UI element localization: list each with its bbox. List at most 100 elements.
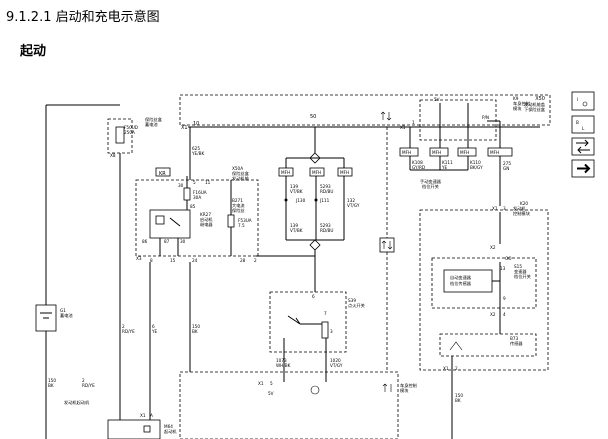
bcm-desc-2: 模块 bbox=[400, 387, 409, 394]
power-flow-marker bbox=[379, 237, 395, 253]
w2-color: RD/YE bbox=[122, 329, 135, 334]
svg-text:B: B bbox=[576, 120, 579, 125]
n1-label: 1 bbox=[412, 120, 415, 125]
k111-color: YE bbox=[441, 165, 448, 170]
k20-module-boundary bbox=[419, 209, 549, 371]
x50a-label: X50A bbox=[232, 166, 243, 171]
k110-label: K110 bbox=[470, 160, 481, 165]
kr-badge bbox=[155, 167, 171, 177]
w139b-label: 139 bbox=[290, 223, 298, 228]
arrow-right-icon bbox=[571, 159, 595, 178]
b271-label: B271 bbox=[232, 198, 243, 203]
mfh-b-label: MFH bbox=[312, 170, 321, 175]
w1073-color: WH/BK bbox=[276, 363, 291, 368]
mfh-b bbox=[309, 167, 325, 177]
x50a-desc-1: 保险丝盒 bbox=[232, 170, 250, 177]
mfh-d bbox=[399, 147, 419, 157]
f16ua-amp: 30A bbox=[193, 195, 201, 200]
x50a-fuse-box-boundary bbox=[135, 179, 259, 257]
f16ua-fuse bbox=[183, 187, 191, 201]
w1020-label: 1020 bbox=[330, 358, 341, 363]
kr27-relay bbox=[149, 209, 191, 239]
bcm-bottom-boundary bbox=[179, 371, 399, 439]
w275-label: 275 bbox=[503, 161, 511, 166]
k9-label: K9 bbox=[513, 96, 519, 101]
b73-label: B73 bbox=[510, 336, 519, 341]
k9-desc-2: 模块 bbox=[513, 105, 522, 112]
k9-desc-1: 车身控制 bbox=[513, 100, 530, 107]
shift-desc-2: 档位开关 bbox=[422, 183, 439, 190]
s39-label: S39 bbox=[348, 298, 356, 303]
w275-color: GN bbox=[503, 166, 509, 171]
k110-color: BK/GY bbox=[470, 165, 483, 170]
f16ua-label: F16UA bbox=[193, 190, 207, 195]
x3-label: X3 bbox=[136, 256, 142, 261]
w625-color: YE/BK bbox=[191, 151, 204, 156]
n15-label: 15 bbox=[170, 258, 176, 263]
svg-text:I: I bbox=[577, 97, 578, 102]
legend-icons: I B L bbox=[571, 91, 595, 178]
n2b-label: 2 bbox=[455, 366, 458, 371]
w6-label: 6 bbox=[152, 324, 155, 329]
m64-starter bbox=[107, 419, 161, 439]
k9-module-boundary bbox=[419, 99, 497, 141]
n2-label: 2 bbox=[254, 258, 257, 263]
f50ud-fuse bbox=[115, 126, 125, 144]
w1020-color: VT/GY bbox=[330, 363, 343, 368]
w132-color: VT/GY bbox=[347, 203, 360, 208]
mfh-g-label: MFH bbox=[490, 150, 499, 155]
n30-label: 30 bbox=[178, 183, 184, 188]
x8-label: X8 bbox=[110, 153, 116, 158]
n4b-label: 4 bbox=[503, 312, 506, 317]
bcm-desc-1: 车身控制 bbox=[400, 382, 417, 389]
n5v-top: 5V bbox=[434, 97, 440, 102]
x1-left-label: X1 bbox=[181, 125, 188, 131]
splice-bottom bbox=[309, 239, 321, 251]
m64-desc: 起动机 bbox=[164, 428, 177, 435]
b271-desc-1: 大电流 bbox=[232, 202, 245, 209]
kr27-desc-1: 启动机 bbox=[200, 216, 213, 223]
k20-label: K20 bbox=[520, 201, 528, 206]
f53ua-label: F53UA bbox=[238, 218, 252, 223]
f50ud-desc-1: 保险丝盒 bbox=[145, 116, 163, 123]
f50ud-desc-2: 蓄电池 bbox=[145, 121, 158, 128]
section-title: 9.1.2.1 启动和充电示意图 bbox=[6, 10, 160, 25]
f53ua-amp: 7.5 bbox=[238, 223, 245, 228]
subsection-title: 起动 bbox=[20, 44, 47, 59]
f53ua-fuse bbox=[227, 214, 235, 228]
w150c-label: 150 bbox=[455, 393, 463, 398]
kr-label: KR bbox=[159, 171, 166, 177]
s15-desc-2: 档位开关 bbox=[514, 273, 531, 280]
w5293b-label: 5293 bbox=[320, 223, 331, 228]
s15-boundary bbox=[431, 257, 537, 309]
j130-label: J130 bbox=[295, 198, 306, 203]
w150-color: BK bbox=[48, 383, 54, 388]
mfh-e bbox=[429, 147, 449, 157]
w2b-label: 2 bbox=[82, 378, 85, 383]
svg-text:L: L bbox=[582, 126, 585, 131]
kr27-desc-2: 继电器 bbox=[200, 221, 213, 228]
n5-label: 5 bbox=[193, 180, 196, 185]
j111-label: J111 bbox=[319, 198, 330, 203]
shift-desc-1: 手动变速器 bbox=[420, 178, 442, 185]
n87-label: 87 bbox=[164, 239, 170, 244]
w132-label: 132 bbox=[347, 198, 355, 203]
s39-desc-1: 点火开关 bbox=[348, 302, 365, 309]
w2-label: 2 bbox=[122, 324, 125, 329]
mfh-c bbox=[337, 167, 353, 177]
k111-label: K111 bbox=[442, 160, 453, 165]
w1073-label: 1073 bbox=[276, 358, 287, 363]
mfh-f bbox=[457, 147, 477, 157]
g1-label: G1 bbox=[60, 308, 66, 313]
n85-label: 85 bbox=[190, 204, 196, 209]
w2b-color: RD/YE bbox=[82, 383, 95, 388]
n30b-label: 30 bbox=[180, 239, 186, 244]
n7-label: 7 bbox=[324, 311, 327, 316]
mfh-a-label: MFH bbox=[281, 170, 290, 175]
w150b-color: BK bbox=[192, 329, 198, 334]
n11-label: 11 bbox=[205, 180, 211, 185]
b271-desc-2: 保险丝 bbox=[232, 207, 245, 214]
mfh-f-label: MFH bbox=[460, 150, 469, 155]
w6-color: YE bbox=[151, 329, 158, 334]
w5293b-color: RD/BU bbox=[320, 228, 333, 233]
